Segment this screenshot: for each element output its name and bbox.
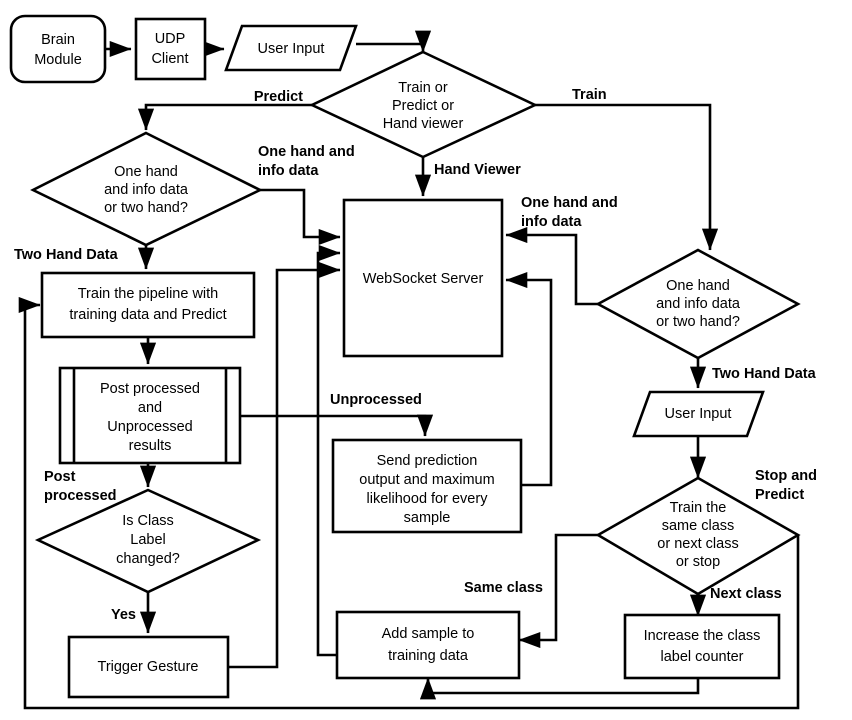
node-send-prediction-output[interactable]: Send prediction output and maximum likel… xyxy=(331,438,523,534)
udp-client-label-line1: UDP xyxy=(155,31,186,47)
edge-userinput-to-decision xyxy=(356,30,432,53)
edge-unprocessed-to-sendprediction xyxy=(240,414,434,437)
add-sample-label-line2: training data xyxy=(388,648,469,664)
trigger-gesture-label: Trigger Gesture xyxy=(98,659,199,675)
results-label-line2: and xyxy=(138,400,162,416)
node-train-same-next-stop[interactable]: Train the same class or next class or st… xyxy=(595,476,801,596)
edge-label-stop-and-predict-line2: Predict xyxy=(755,487,804,503)
user-input-right-label: User Input xyxy=(665,406,732,422)
node-user-input-right[interactable]: User Input xyxy=(632,390,765,438)
send-pred-label-line4: sample xyxy=(404,510,451,526)
increase-label-line2: label counter xyxy=(660,649,743,665)
results-label-line1: Post processed xyxy=(100,381,200,397)
train-pipeline-label-line1: Train the pipeline with xyxy=(78,286,219,302)
edge-addsample-to-websocket xyxy=(316,244,341,657)
send-pred-label-line1: Send prediction xyxy=(377,453,478,469)
node-train-pipeline[interactable]: Train the pipeline with training data an… xyxy=(40,271,256,339)
edge-right-onehand-to-websocket xyxy=(505,226,598,306)
node-is-class-label-changed[interactable]: Is Class Label changed? xyxy=(34,488,262,594)
node-websocket-server[interactable]: WebSocket Server xyxy=(342,198,504,358)
tsns-label-line4: or stop xyxy=(676,554,720,570)
tsns-label-line3: or next class xyxy=(657,536,738,552)
results-label-line4: results xyxy=(129,438,172,454)
edge-label-one-hand-info-left-line1: One hand and xyxy=(258,144,355,160)
edge-left-onehand-to-websocket xyxy=(260,188,341,246)
node-udp-client[interactable]: UDP Client xyxy=(134,17,207,81)
tph-label-line1: Train or xyxy=(398,80,448,96)
add-sample-label-line1: Add sample to xyxy=(382,626,475,642)
tsns-label-line2: same class xyxy=(662,518,735,534)
ohr-label-line2: and info data xyxy=(656,296,741,312)
send-pred-label-line2: output and maximum xyxy=(359,472,494,488)
node-increase-class-counter[interactable]: Increase the class label counter xyxy=(623,613,781,680)
edge-triggergesture-to-websocket xyxy=(228,261,341,669)
tph-label-line2: Predict or xyxy=(392,98,454,114)
iclc-label-line1: Is Class xyxy=(122,513,174,529)
send-pred-label-line3: likelihood for every xyxy=(367,491,489,507)
udp-client-label-line2: Client xyxy=(151,51,188,67)
increase-label-line1: Increase the class xyxy=(644,628,761,644)
user-input-top-label: User Input xyxy=(258,41,325,57)
edge-stopandpredict-loopback xyxy=(18,296,800,710)
edge-increasecounter-to-addsample xyxy=(419,677,700,700)
edge-label-one-hand-info-left-line2: info data xyxy=(258,163,319,179)
edge-label-hand-viewer: Hand Viewer xyxy=(434,162,521,178)
edge-label-yes: Yes xyxy=(111,607,136,623)
iclc-label-line3: changed? xyxy=(116,551,180,567)
edge-train-branch xyxy=(535,103,719,251)
results-label-line3: Unprocessed xyxy=(107,419,192,435)
edge-label-two-hand-data-left: Two Hand Data xyxy=(14,247,119,263)
edge-label-next-class: Next class xyxy=(710,586,782,602)
edge-label-two-hand-data-right: Two Hand Data xyxy=(712,366,817,382)
edge-sendprediction-to-websocket xyxy=(505,271,553,487)
edge-sameclass-to-addsample xyxy=(518,533,598,649)
edge-label-train: Train xyxy=(572,87,607,103)
train-pipeline-label-line2: training data and Predict xyxy=(69,307,226,323)
websocket-server-label: WebSocket Server xyxy=(363,271,484,287)
edge-predict-branch xyxy=(137,103,312,131)
tph-label-line3: Hand viewer xyxy=(383,116,464,132)
edge-label-post-processed-line1: Post xyxy=(44,469,76,485)
node-post-unprocessed-results[interactable]: Post processed and Unprocessed results xyxy=(58,366,242,465)
node-brain-module[interactable]: Brain Module xyxy=(9,14,107,84)
edge-label-stop-and-predict-line1: Stop and xyxy=(755,468,817,484)
brain-module-label-line1: Brain xyxy=(41,32,75,48)
node-add-sample-training-data[interactable]: Add sample to training data xyxy=(335,610,521,680)
node-trigger-gesture[interactable]: Trigger Gesture xyxy=(67,635,230,699)
node-train-predict-handviewer[interactable]: Train or Predict or Hand viewer xyxy=(308,50,539,159)
ohr-label-line3: or two hand? xyxy=(656,314,740,330)
node-one-hand-or-two-left[interactable]: One hand and info data or two hand? xyxy=(30,131,263,247)
ohr-label-line1: One hand xyxy=(666,278,730,294)
edge-label-same-class: Same class xyxy=(464,580,543,596)
edge-label-one-hand-info-right-line2: info data xyxy=(521,214,582,230)
node-user-input-top[interactable]: User Input xyxy=(224,24,358,72)
node-one-hand-or-two-right[interactable]: One hand and info data or two hand? xyxy=(595,248,801,360)
edge-label-unprocessed: Unprocessed xyxy=(330,392,422,408)
edge-label-one-hand-info-right-line1: One hand and xyxy=(521,195,618,211)
edge-label-post-processed-line2: processed xyxy=(44,488,117,504)
iclc-label-line2: Label xyxy=(130,532,165,548)
ohl-label-line2: and info data xyxy=(104,182,189,198)
tsns-label-line1: Train the xyxy=(670,500,727,516)
edge-label-predict: Predict xyxy=(254,89,303,105)
brain-module-label-line2: Module xyxy=(34,52,82,68)
ohl-label-line3: or two hand? xyxy=(104,200,188,216)
ohl-label-line1: One hand xyxy=(114,164,178,180)
